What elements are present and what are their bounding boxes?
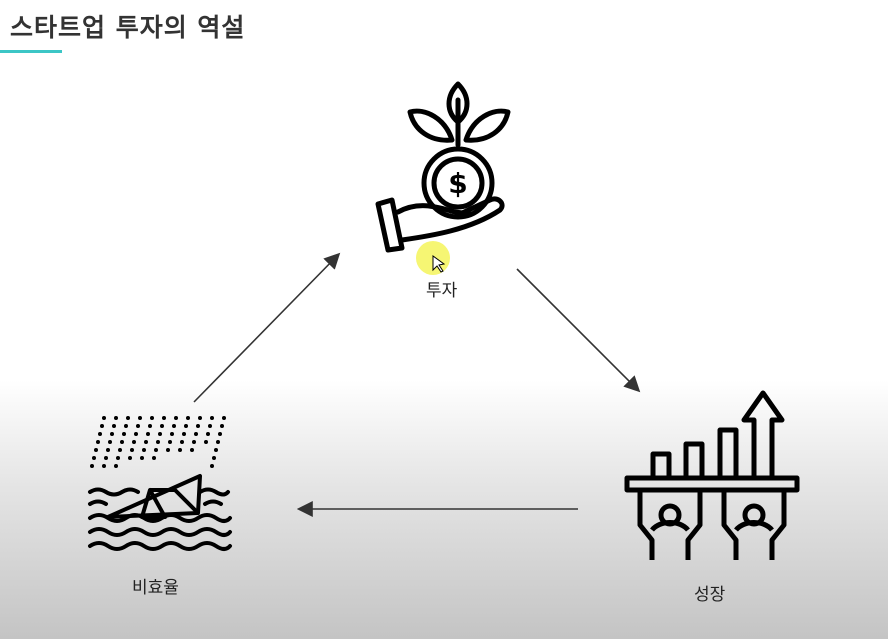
node-label-inefficiency: 비효율 [132, 578, 179, 598]
rain-dot [174, 416, 178, 420]
rain-dot [116, 456, 120, 460]
sinking-boat-rain-icon [88, 416, 232, 551]
rain-dot [162, 416, 166, 420]
hand-coin-plant-icon: $ [375, 81, 511, 253]
rain-dot [196, 424, 200, 428]
rain-dot [146, 432, 150, 436]
rain-dot [208, 424, 212, 428]
rain-dot [108, 440, 112, 444]
rain-dot [130, 448, 134, 452]
rain-dot [120, 440, 124, 444]
rain-dot [150, 416, 154, 420]
rain-dot [138, 416, 142, 420]
rain-dot [178, 448, 182, 452]
rain-dot [134, 432, 138, 436]
rain-dot [160, 424, 164, 428]
rain-dot [132, 440, 136, 444]
rain-dot [126, 416, 130, 420]
rain-dot [206, 432, 210, 436]
rain-dot [156, 440, 160, 444]
rain-dot [90, 464, 94, 468]
rain-dot [104, 456, 108, 460]
rain-dot [98, 432, 102, 436]
rain-dot [218, 432, 222, 436]
rain-dot [94, 448, 98, 452]
rain-dot [92, 456, 96, 460]
rain-dot [102, 416, 106, 420]
rain-dot [118, 448, 122, 452]
rain-dot [114, 416, 118, 420]
rain-dot [172, 424, 176, 428]
rain-dot [122, 432, 126, 436]
rain-dot [170, 432, 174, 436]
rain-dot [100, 424, 104, 428]
rain-dot [216, 440, 220, 444]
rain-dot [144, 440, 148, 444]
rain-dot [148, 424, 152, 428]
rain-dot [222, 416, 226, 420]
title-underline [0, 50, 62, 53]
rain-dot [190, 448, 194, 452]
rain-dot [204, 440, 208, 444]
rain-dot [110, 432, 114, 436]
rain-dot [124, 424, 128, 428]
arrow-invest-to-growth [516, 268, 641, 393]
rain-dot [168, 440, 172, 444]
rain-dot [152, 456, 156, 460]
svg-text:$: $ [448, 167, 467, 200]
rain-dot [112, 424, 116, 428]
rain-dot [140, 456, 144, 460]
rain-dot [214, 448, 218, 452]
rain-dot [220, 424, 224, 428]
rain-dot [114, 464, 118, 468]
rain-dot [166, 448, 170, 452]
rain-dot [210, 464, 214, 468]
rain-dot [212, 456, 216, 460]
rain-dot [136, 424, 140, 428]
rain-dot [198, 416, 202, 420]
rain-dot [154, 448, 158, 452]
rain-dot [128, 456, 132, 460]
mouse-cursor-icon [432, 255, 446, 273]
rain-dot [102, 464, 106, 468]
rain-dot [96, 440, 100, 444]
rain-dot [106, 448, 110, 452]
rain-dot [158, 432, 162, 436]
node-label-invest: 투자 [426, 281, 458, 301]
rain-dot [210, 416, 214, 420]
rain-dot [142, 448, 146, 452]
slide-title: 스타트업 투자의 역설 [10, 13, 246, 42]
rain-dot [192, 440, 196, 444]
rain-dot [186, 416, 190, 420]
rain-dot [184, 424, 188, 428]
rain-dot [194, 432, 198, 436]
rain-dot [182, 432, 186, 436]
growth-chart-arrow-icon [624, 390, 800, 560]
rain-dot [180, 440, 184, 444]
arrow-inefficiency-to-invest [193, 252, 341, 403]
node-label-growth: 성장 [694, 585, 726, 605]
